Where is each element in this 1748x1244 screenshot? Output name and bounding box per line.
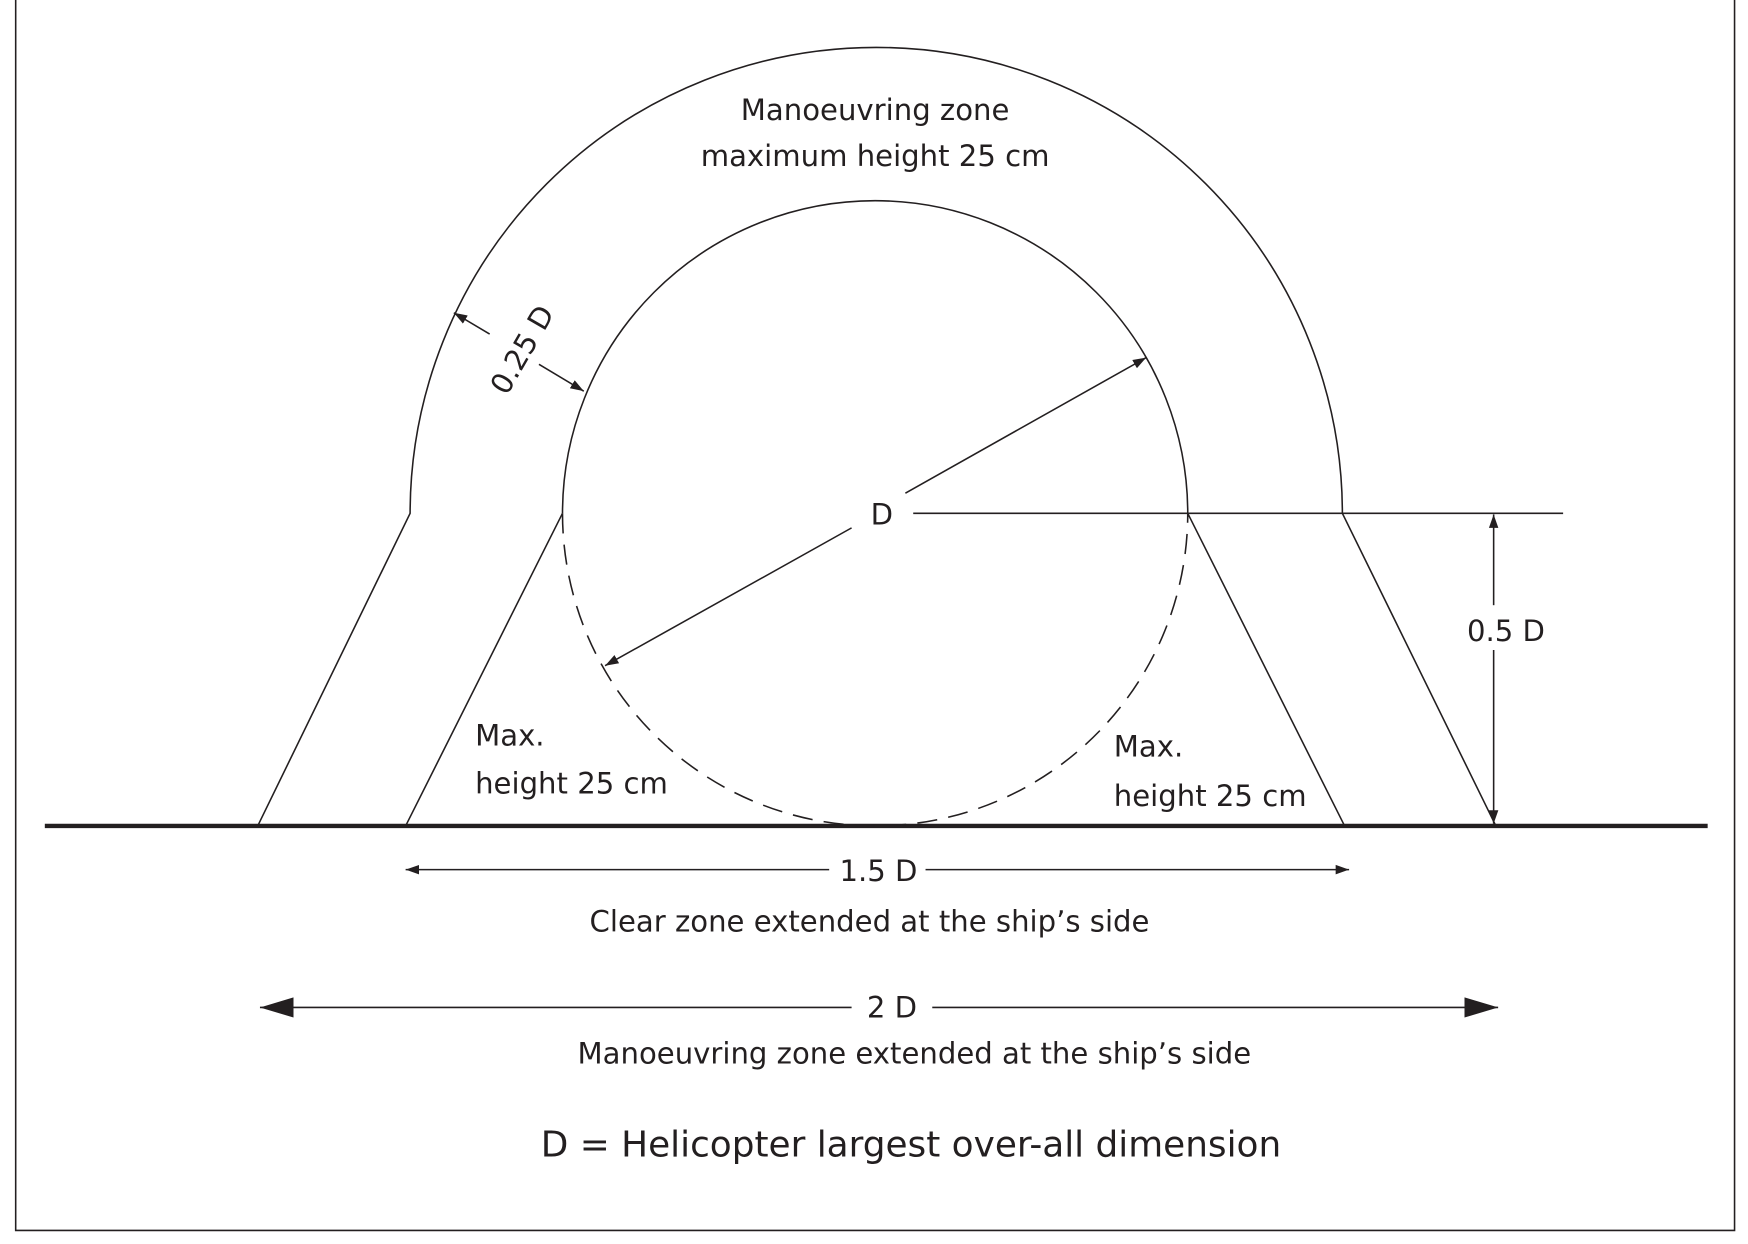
two-d-label: 2 D [867,991,917,1025]
clear-zone-label: Clear zone extended at the ship’s side [590,904,1150,938]
manoeuvring-extended-label: Manoeuvring zone extended at the ship’s … [578,1036,1252,1070]
manoeuvring-zone-label-1: Manoeuvring zone [741,93,1010,127]
max-height-right-2: height 25 cm [1114,779,1307,813]
max-height-right-1: Max. [1114,729,1183,763]
clear-zone-circle-upper [561,199,1189,514]
definition-note: D = Helicopter largest over-all dimensio… [541,1124,1281,1165]
frame-border [14,0,1736,1232]
clear-zone-circle-lower-dashed [561,513,1189,827]
half-d-label: 0.5 D [1467,614,1545,648]
diameter-arrow-lower [604,527,852,667]
quarter-d-arrow-b [538,363,585,392]
manoeuvring-zone-label-2: maximum height 25 cm [701,139,1050,173]
max-height-left-1: Max. [475,718,544,752]
one-half-d-label: 1.5 D [839,854,917,888]
max-height-left-2: height 25 cm [475,766,668,800]
quarter-d-arrow-a [453,312,491,335]
diameter-label: D [871,498,893,532]
diameter-arrow-upper [904,356,1147,494]
quarter-d-label: 0.25 D [483,299,561,400]
manoeuvring-zone-outline [257,46,1497,827]
clear-zone-legs [404,512,1346,827]
